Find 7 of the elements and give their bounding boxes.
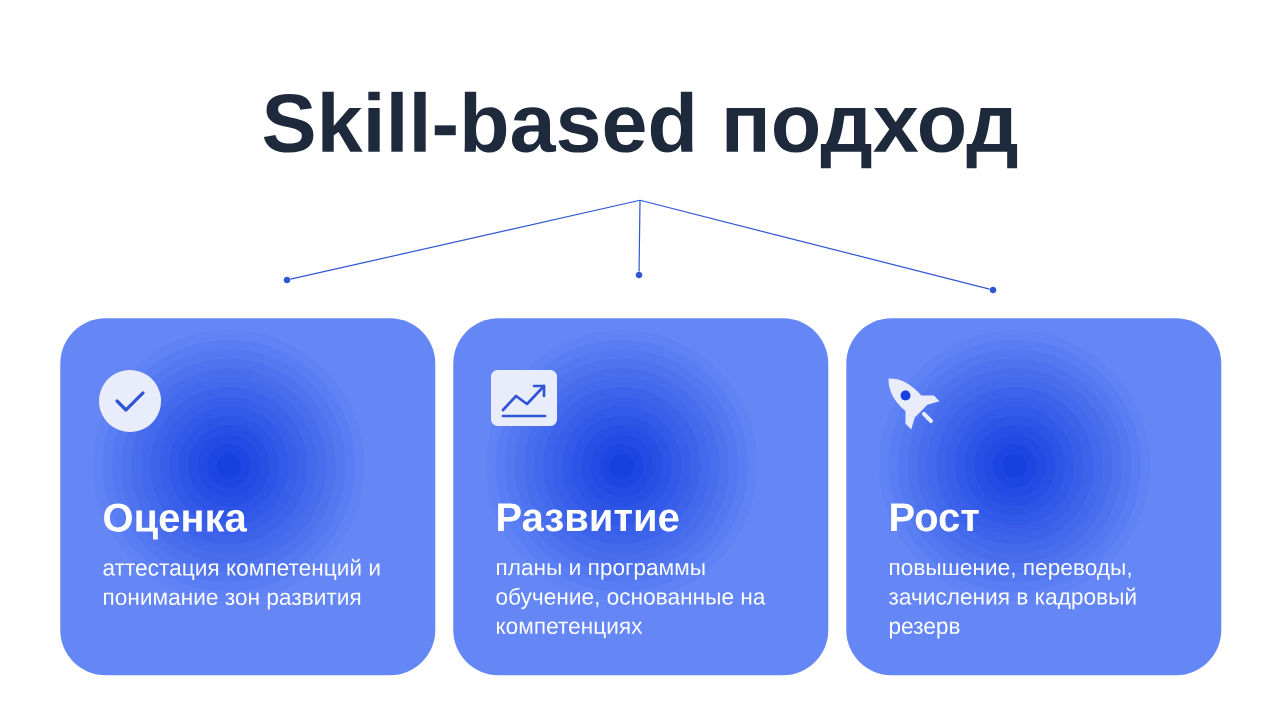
connector-line xyxy=(289,199,641,280)
connector-line xyxy=(638,199,641,272)
card: Развитие планы и программы обучение, основанные на компетенциях xyxy=(453,318,829,676)
card: Оценка аттестация компетенций и понимание зон развития xyxy=(60,318,436,676)
title: Skill-based подход xyxy=(263,91,1018,169)
connector-line xyxy=(639,199,991,290)
card: Рост повышение, переводы, зачисления в кадровый резерв xyxy=(846,318,1222,676)
